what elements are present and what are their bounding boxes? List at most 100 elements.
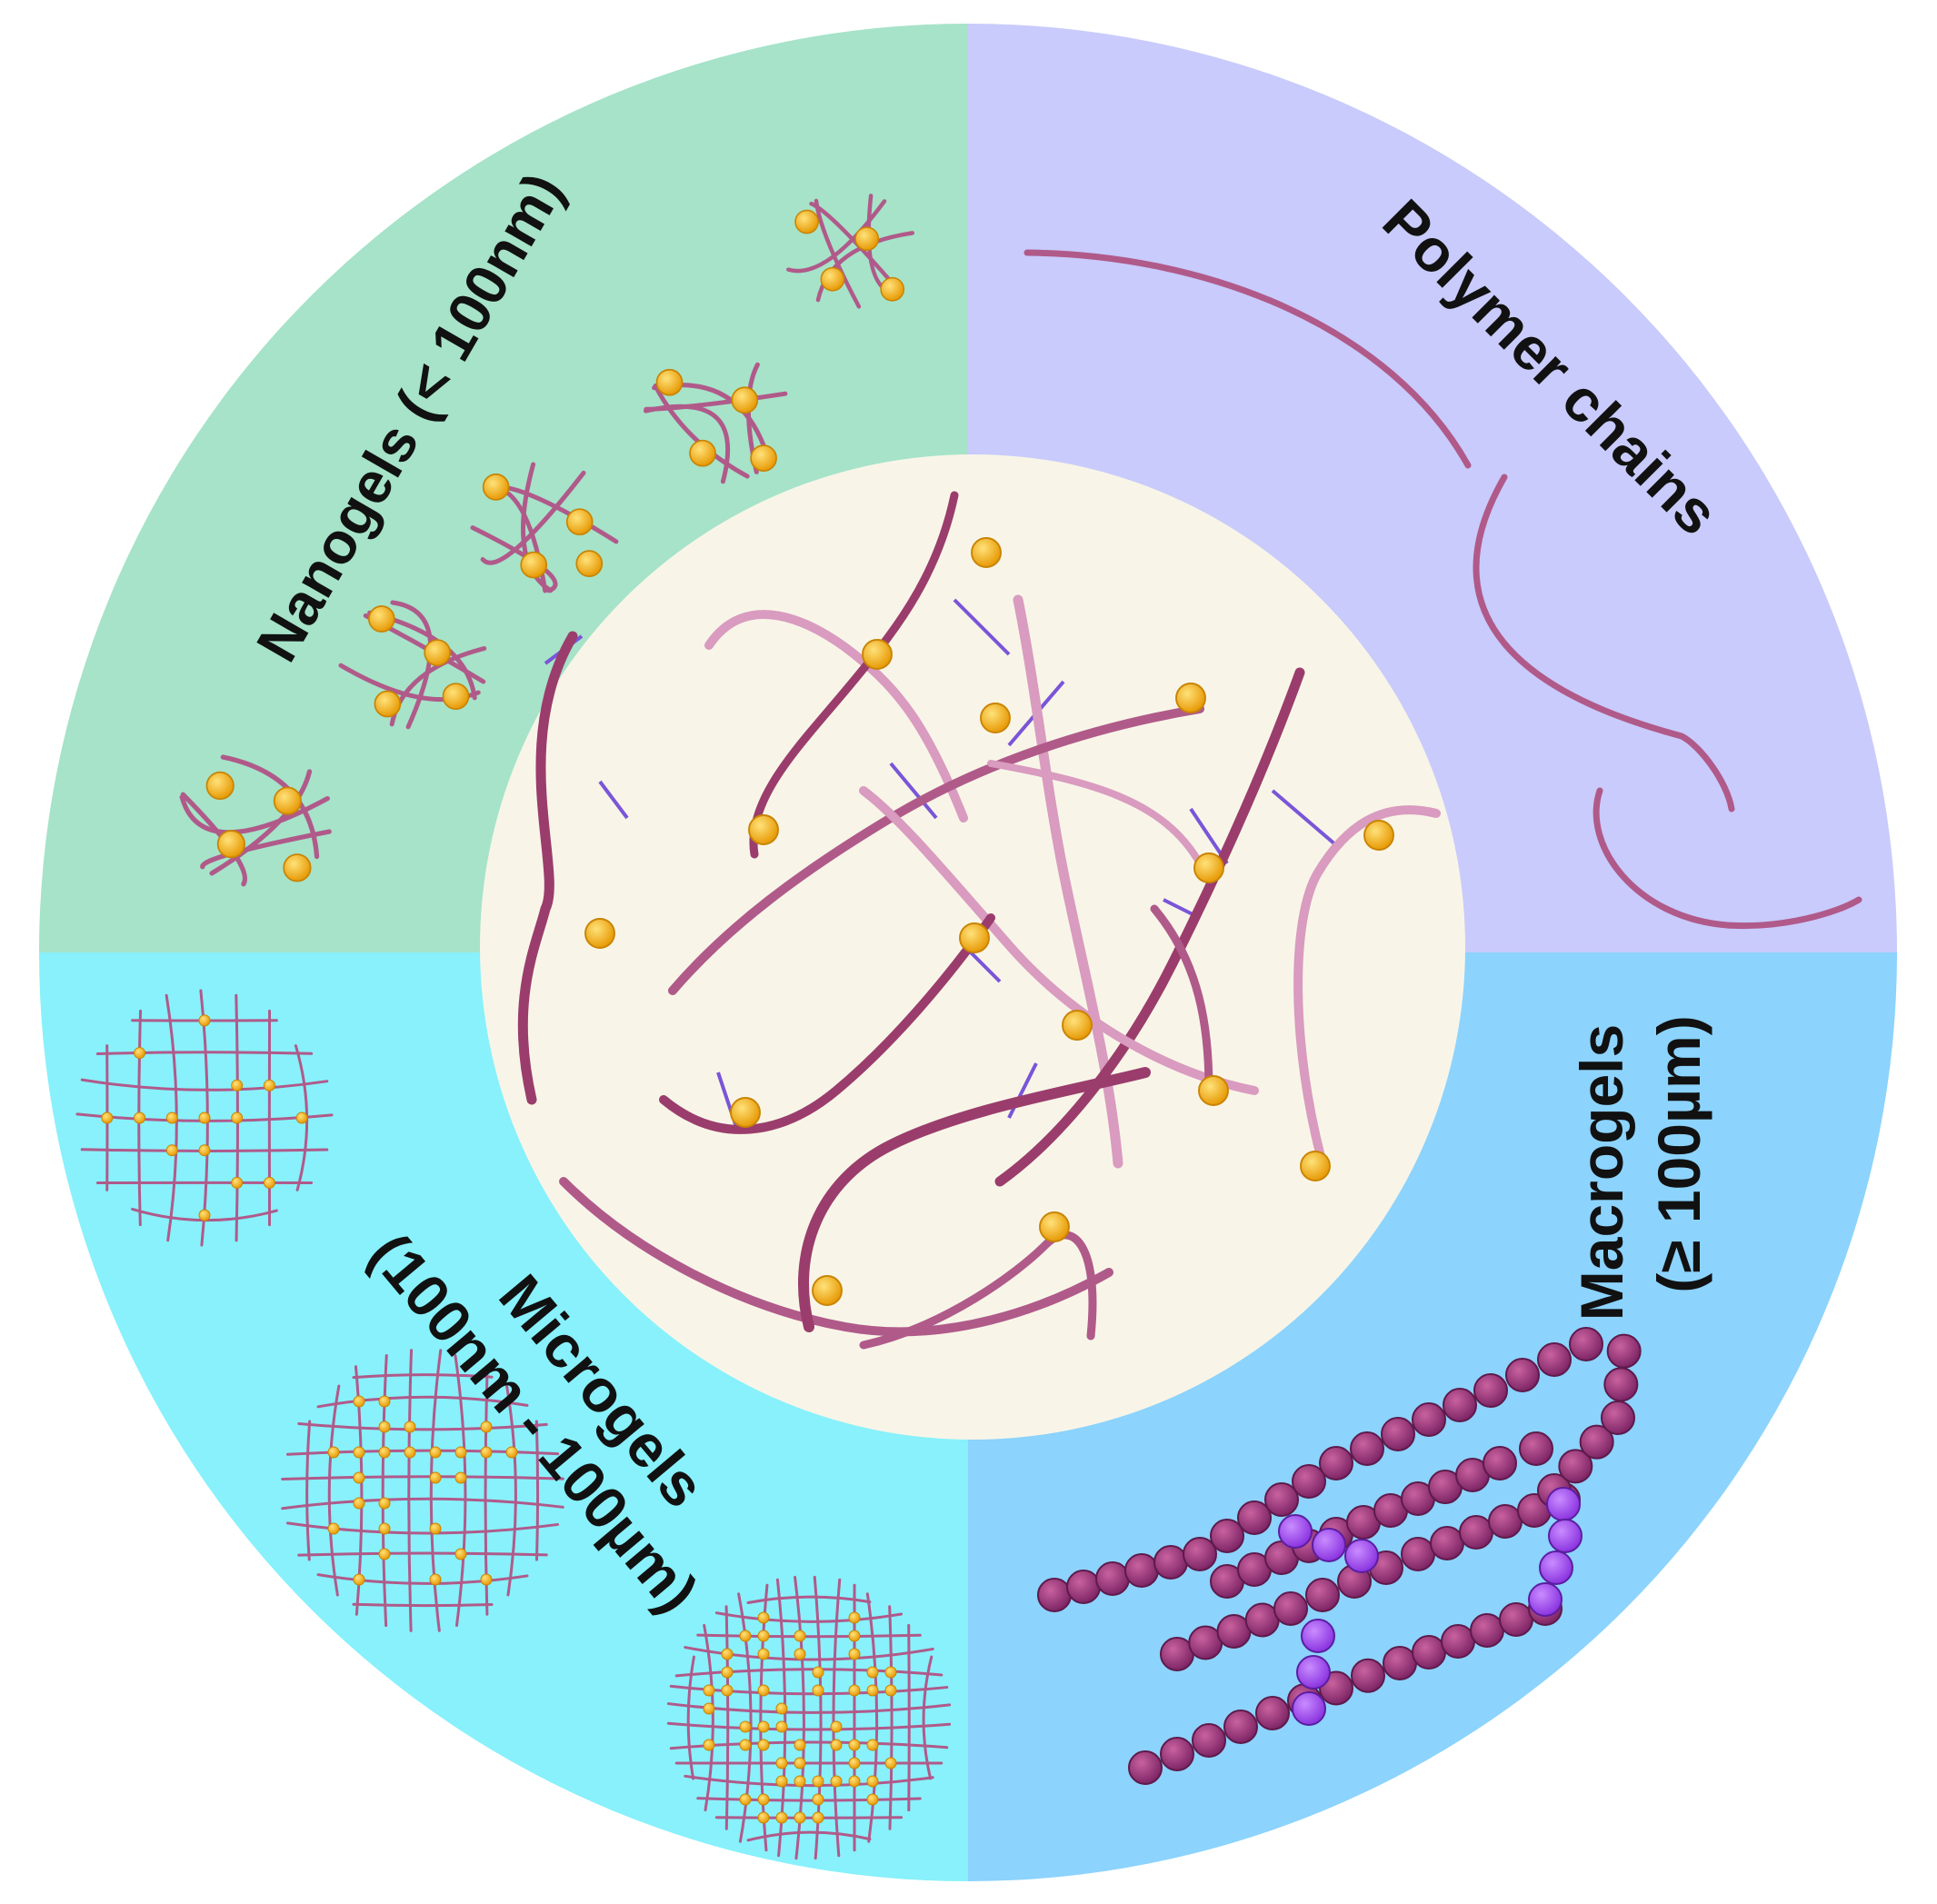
crosslinker-bead: [327, 1522, 340, 1535]
crosslinker-bead: [165, 1111, 178, 1124]
microgel-strand: [746, 1830, 872, 1842]
macrogel-bead: [1153, 1545, 1188, 1580]
crosslinker-bead: [812, 1811, 824, 1824]
microgel-strand: [285, 1449, 560, 1456]
crosslinker-bead: [884, 1757, 897, 1769]
macrogel-bead: [1470, 1613, 1504, 1648]
macrogel-bead: [1223, 1710, 1258, 1744]
macrogel-bead: [1124, 1553, 1159, 1588]
crosslinker-bead: [757, 1611, 770, 1624]
crosslinker-bead: [1039, 1211, 1070, 1242]
crosslinker-bead: [739, 1720, 752, 1733]
microgel-strand: [297, 1421, 548, 1431]
crosslinker-bead: [367, 605, 395, 633]
crosslinker-bead: [848, 1757, 861, 1769]
microgel-strand: [907, 1623, 911, 1812]
microgel-strand: [429, 1349, 443, 1632]
crosslink-line: [598, 780, 629, 820]
macrogel-bead: [1183, 1537, 1217, 1571]
crosslinker-bead: [378, 1395, 391, 1408]
crosslinker-bead: [884, 1684, 897, 1697]
crosslinked-hydrogel-network-icon: [517, 491, 1441, 1350]
crosslinker-bead: [231, 1111, 244, 1124]
microgel-strand: [684, 1774, 934, 1788]
polymer-chain-tail: [1593, 787, 1862, 930]
macrogel-bead: [1128, 1750, 1163, 1785]
macrogel-bead: [1473, 1373, 1508, 1408]
bead-chain-network-icon: [1037, 1327, 1642, 1785]
crosslinker-bead: [505, 1446, 518, 1459]
crosslinker-bead: [854, 226, 880, 252]
crosslinker-bead: [429, 1522, 442, 1535]
crosslinker-bead: [866, 1739, 879, 1751]
crosslinker-bead: [353, 1446, 365, 1459]
macrogel-crosslink-bead: [1296, 1655, 1331, 1690]
crosslinker-bead: [353, 1471, 365, 1484]
macrogel-crosslink-bead: [1539, 1550, 1573, 1585]
macrogel-bead: [1430, 1526, 1464, 1560]
microgel-strand: [316, 1573, 529, 1585]
macrogel-bead: [1499, 1602, 1533, 1637]
microgel-strand: [684, 1646, 934, 1661]
macrogel-bead: [1579, 1424, 1614, 1460]
macrogel-bead: [1488, 1504, 1523, 1539]
macrogel-bead: [1412, 1402, 1446, 1437]
microgel-sphere: [281, 1349, 564, 1632]
crosslinker-bead: [480, 1446, 493, 1459]
macrogel-bead: [1459, 1515, 1493, 1550]
macrogel-bead: [1192, 1723, 1226, 1758]
nanogel-strand: [520, 462, 554, 593]
crosslinker-bead: [866, 1684, 879, 1697]
crosslinker-bead: [739, 1630, 752, 1642]
crosslinker-bead: [404, 1421, 416, 1433]
crosslinker-bead: [283, 853, 312, 882]
crosslinker-bead: [480, 1421, 493, 1433]
crosslinker-bead: [757, 1630, 770, 1642]
macrogel-bead: [1519, 1431, 1553, 1466]
polymer-strand: [659, 913, 995, 1134]
macrogel-bead: [1237, 1500, 1272, 1535]
crosslinker-bead: [655, 368, 684, 396]
macrogel-bead: [1483, 1446, 1517, 1480]
crosslinker-bead: [1175, 683, 1206, 713]
microgel-strand: [352, 1373, 494, 1380]
crosslinker-bead: [198, 1144, 211, 1157]
crosslinker-bead: [575, 550, 604, 577]
crosslinker-bead: [721, 1648, 734, 1660]
crosslinker-bead: [812, 1684, 824, 1697]
crosslinker-bead: [134, 1047, 146, 1060]
microgel-strand: [281, 1497, 564, 1510]
macrogel-bead: [1441, 1624, 1475, 1659]
macrogel-crosslink-bead: [1548, 1519, 1583, 1553]
polymer-chain-upper: [1023, 249, 1472, 469]
crosslinker-bead: [880, 276, 905, 302]
polymer-strand: [704, 610, 968, 822]
crosslinker-bead: [884, 1666, 897, 1679]
crosslinker-bead: [273, 786, 302, 815]
macrogel-bead: [1095, 1561, 1130, 1596]
crosslinker-bead: [231, 1176, 244, 1189]
crosslinker-bead: [794, 1775, 806, 1788]
polymer-strand: [987, 760, 1203, 867]
microgel-strand: [714, 1611, 904, 1623]
crosslinker-bead: [1193, 852, 1224, 883]
crosslinker-bead: [429, 1573, 442, 1586]
crosslinker-bead: [429, 1446, 442, 1459]
crosslinker-bead: [794, 1630, 806, 1642]
nanogel-cluster: [179, 754, 332, 887]
crosslinker-bead: [353, 1395, 365, 1408]
polymer-chain-icon: [1023, 249, 1862, 930]
macrogels-range-label: (≥ 100µm): [1645, 1015, 1712, 1292]
microgel-strand: [316, 1395, 529, 1409]
crosslinker-bead: [757, 1648, 770, 1660]
crosslinker-bead: [794, 1739, 806, 1751]
microgel-strand: [888, 1605, 894, 1830]
crosslinker-bead: [812, 1793, 824, 1806]
polymer-strand: [559, 1177, 1113, 1337]
microgel-strand: [674, 1668, 944, 1678]
crosslinker-bead: [1300, 1151, 1331, 1181]
microgel-strand: [724, 1605, 730, 1830]
macrogel-bead: [1558, 1449, 1593, 1484]
microgel-sphere: [666, 1575, 952, 1860]
macrogel-bead: [1264, 1482, 1299, 1517]
